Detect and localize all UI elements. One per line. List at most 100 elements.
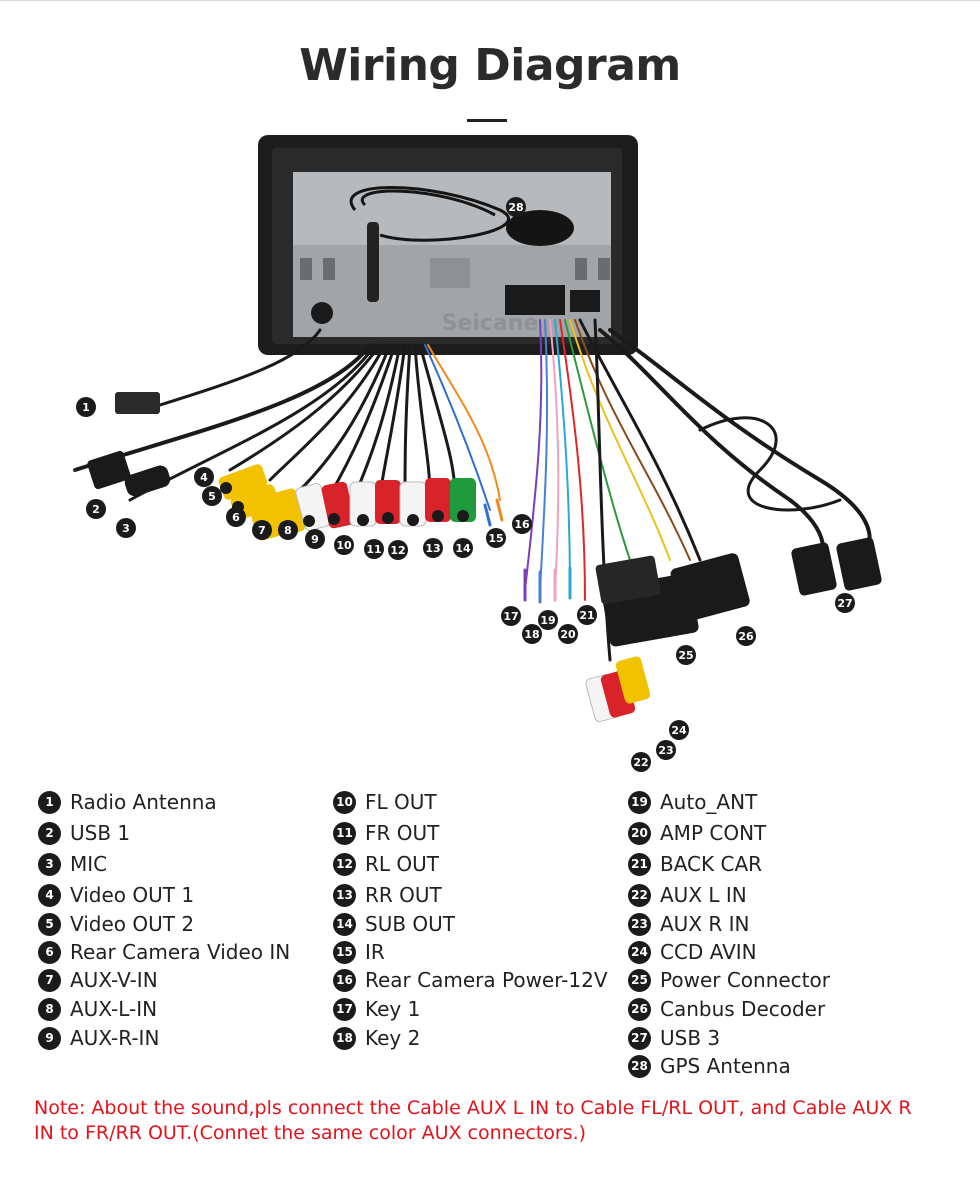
legend-number-badge: 2 (38, 821, 61, 845)
callout-number: 2 (92, 503, 100, 516)
legend-number-badge: 14 (333, 912, 356, 936)
callout-circle (86, 499, 106, 519)
callout-4: 4 (194, 467, 214, 487)
callout-23: 23 (656, 740, 676, 760)
watermark: Seicane (442, 311, 539, 336)
callout-27: 27 (835, 593, 855, 613)
legend-label: AUX-V-IN (70, 968, 158, 992)
callout-number: 11 (366, 543, 381, 556)
legend-number-badge: 6 (38, 940, 61, 964)
callout-circle (252, 520, 272, 540)
title-underline (467, 119, 507, 122)
legend-number-badge: 8 (38, 997, 61, 1021)
usb3-plug-a (791, 542, 837, 596)
legend-number-badge: 10 (333, 790, 356, 814)
legend-label: BACK CAR (660, 852, 763, 876)
callout-13: 13 (423, 538, 443, 558)
callout-circle (364, 539, 384, 559)
legend-number-badge: 20 (628, 821, 651, 845)
callout-28: 28 (506, 197, 526, 217)
callout-number: 4 (200, 471, 208, 484)
callout-number: 23 (658, 744, 673, 757)
callout-number: 26 (738, 630, 754, 643)
legend-label: Key 1 (365, 997, 421, 1021)
legend-number-badge: 26 (628, 997, 651, 1021)
legend-number-badge: 28 (628, 1054, 651, 1078)
callout-number: 15 (488, 532, 503, 545)
legend-label: Radio Antenna (70, 790, 217, 814)
legend-label: Key 2 (365, 1026, 421, 1050)
legend-label: RL OUT (365, 852, 439, 876)
callout-circle (631, 752, 651, 772)
callout-circle (522, 624, 542, 644)
callout-22: 22 (631, 752, 651, 772)
usb3-plug-b (836, 537, 882, 591)
callout-number: 21 (579, 609, 594, 622)
legend-label: AUX-L-IN (70, 997, 158, 1021)
callout-circle (656, 740, 676, 760)
legend-number-badge: 12 (333, 852, 356, 876)
key-wire-tips (483, 498, 572, 604)
rca-plug-fl-out (349, 481, 377, 527)
legend-label: Canbus Decoder (660, 997, 826, 1021)
callout-16: 16 (512, 514, 532, 534)
legend-number-badge: 22 (628, 883, 651, 907)
legend-number-badge: 19 (628, 790, 651, 814)
callout-circle (116, 518, 136, 538)
legend-number-badge: 13 (333, 883, 356, 907)
legend-label: AUX L IN (660, 883, 747, 907)
callout-number: 9 (311, 533, 319, 546)
rca-plug-aux-r-in (321, 481, 355, 529)
callout-circle (202, 486, 222, 506)
wiring-diagram: Seicane (73, 135, 882, 772)
legend-number-badge: 7 (38, 968, 61, 992)
callout-number: 7 (258, 524, 266, 537)
legend-number-badge: 3 (38, 852, 61, 876)
callout-circle (486, 528, 506, 548)
callout-circle (388, 540, 408, 560)
callout-number: 28 (508, 201, 523, 214)
callout-24: 24 (669, 720, 689, 740)
rca-plug-sub-out (450, 478, 476, 522)
callout-7: 7 (252, 520, 272, 540)
callout-11: 11 (364, 539, 384, 559)
legend-number-badge: 15 (333, 940, 356, 964)
legend-number-badge: 5 (38, 912, 61, 936)
legend-number-badge: 11 (333, 821, 356, 845)
callout-10: 10 (334, 535, 354, 555)
callout-number: 17 (503, 610, 518, 623)
callout-5: 5 (202, 486, 222, 506)
page-title: Wiring Diagram (299, 40, 681, 91)
legend-item: 22 AUX L IN (628, 883, 747, 907)
callout-number: 5 (208, 490, 216, 503)
legend-label: IR (365, 940, 385, 964)
callout-circle (453, 538, 473, 558)
callout-number: 10 (336, 539, 352, 552)
legend-number-badge: 1 (38, 790, 61, 814)
legend-label: Video OUT 2 (70, 912, 195, 936)
callout-number: 19 (540, 614, 555, 627)
legend-label: Power Connector (660, 968, 830, 992)
rca-plug-rl-out (399, 481, 427, 527)
legend-label: SUB OUT (365, 912, 456, 936)
callout-number: 20 (560, 628, 576, 641)
legend-number-badge: 25 (628, 968, 651, 992)
legend-label: Video OUT 1 (70, 883, 195, 907)
callout-circle (305, 529, 325, 549)
rca-plug-rr-out (425, 478, 451, 522)
callout-1: 1 (76, 397, 96, 417)
callout-number: 25 (678, 649, 693, 662)
legend-label: CCD AVIN (660, 940, 757, 964)
legend-label: USB 1 (70, 821, 131, 845)
rca-plug-ccd-avin (615, 656, 651, 704)
callout-circle (558, 624, 578, 644)
rca-plug-video-out-1 (218, 464, 268, 500)
